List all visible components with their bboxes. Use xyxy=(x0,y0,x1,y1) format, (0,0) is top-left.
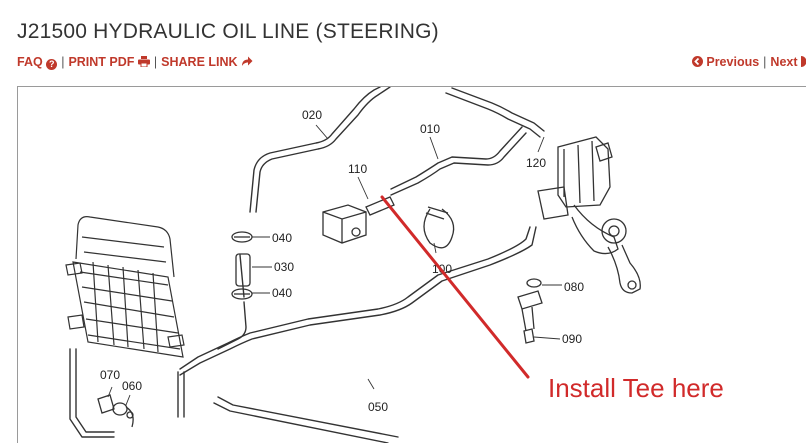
annotation-text: Install Tee here xyxy=(548,373,724,403)
part-label-070: 070 xyxy=(100,368,120,382)
arrow-left-circle-icon xyxy=(691,56,703,67)
part-label-120: 120 xyxy=(526,156,546,170)
next-link[interactable]: Next xyxy=(770,55,806,69)
previous-link[interactable]: Previous xyxy=(691,55,760,69)
part-label-050: 050 xyxy=(368,400,388,414)
previous-label: Previous xyxy=(706,55,760,69)
separator: | xyxy=(153,55,158,69)
print-pdf-link[interactable]: PRINT PDF xyxy=(68,55,150,69)
part-label-010: 010 xyxy=(420,122,440,136)
print-pdf-label: PRINT PDF xyxy=(68,55,135,69)
question-circle-icon: ? xyxy=(46,59,58,70)
page-title: J21500 HYDRAULIC OIL LINE (STEERING) xyxy=(17,20,439,43)
part-label-060: 060 xyxy=(122,379,142,393)
share-link-label: SHARE LINK xyxy=(161,55,238,69)
arrow-right-circle-icon xyxy=(801,56,806,67)
parts-diagram-frame: 020 010 110 120 040 030 040 100 080 090 … xyxy=(17,86,806,443)
share-arrow-icon xyxy=(242,56,253,66)
printer-icon xyxy=(137,56,150,68)
part-label-020: 020 xyxy=(302,108,322,122)
part-label-080: 080 xyxy=(564,280,584,294)
share-link[interactable]: SHARE LINK xyxy=(161,55,253,69)
annotation-arrow xyxy=(380,195,530,379)
part-label-110: 110 xyxy=(348,162,367,176)
separator: | xyxy=(61,55,65,69)
part-label-040-upper: 040 xyxy=(272,231,292,245)
next-label: Next xyxy=(770,55,798,69)
hydraulic-oil-line-diagram: 020 010 110 120 040 030 040 100 080 090 … xyxy=(65,87,641,443)
pagination-nav: Previous|Next xyxy=(691,55,806,69)
part-label-090: 090 xyxy=(562,332,582,346)
part-label-030: 030 xyxy=(274,260,294,274)
separator: | xyxy=(763,55,767,69)
faq-label: FAQ xyxy=(17,55,43,69)
action-links: FAQ ?|PRINT PDF |SHARE LINK xyxy=(17,55,253,70)
part-label-040-lower: 040 xyxy=(272,286,292,300)
faq-link[interactable]: FAQ ? xyxy=(17,55,58,70)
